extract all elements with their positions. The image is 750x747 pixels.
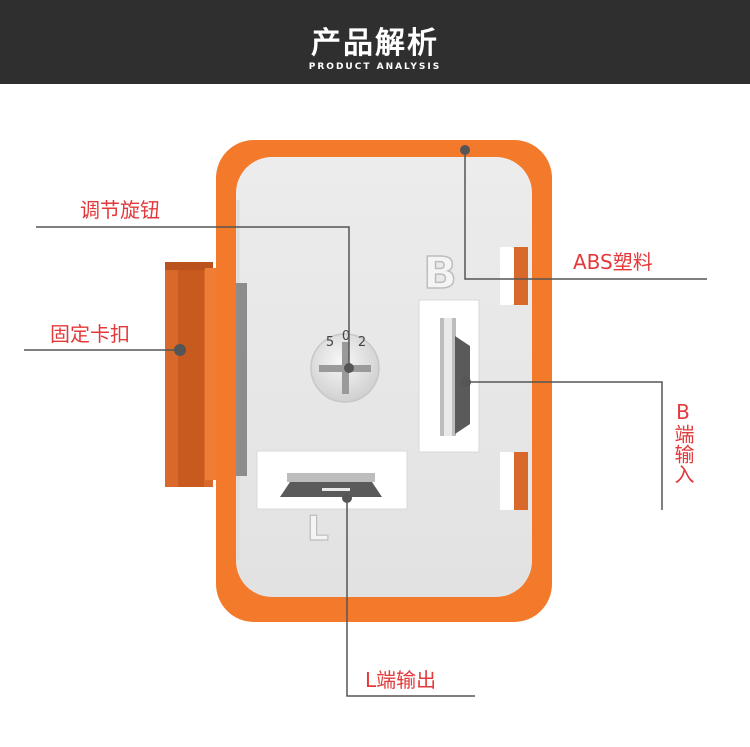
side-tab-bottom — [500, 452, 528, 510]
label-mounting-clip: 固定卡扣 — [50, 322, 130, 346]
dot-l-output — [342, 493, 352, 503]
label-b-input: B端输入 — [671, 400, 695, 484]
l-terminal — [256, 450, 408, 510]
leader-b-input — [466, 381, 663, 510]
dot-knob — [344, 363, 354, 373]
knob-number-5: 5 — [326, 335, 334, 350]
leader-knob — [36, 226, 350, 368]
b-terminal — [418, 299, 480, 453]
b-terminal-letter: B — [423, 248, 457, 299]
housing-face — [236, 157, 532, 597]
leader-abs — [464, 150, 707, 280]
mounting-clip — [165, 262, 219, 487]
dot-clip — [174, 344, 186, 356]
leader-l-output — [346, 498, 475, 697]
knob-number-2: 2 — [358, 335, 366, 350]
leader-lines — [24, 150, 707, 697]
page-header: 产品解析 PRODUCT ANALYSIS — [0, 0, 750, 84]
label-abs-plastic: ABS塑料 — [573, 250, 653, 274]
dot-b-input — [461, 377, 471, 387]
label-adjust-knob: 调节旋钮 — [80, 198, 160, 222]
l-terminal-letter: L — [307, 509, 329, 549]
page-subtitle: PRODUCT ANALYSIS — [308, 62, 442, 72]
page-title: 产品解析 — [311, 26, 439, 61]
knob-number-0: 0 — [342, 329, 350, 344]
dot-abs — [460, 145, 470, 155]
side-tab-top — [500, 247, 528, 305]
label-l-output: L端输出 — [365, 668, 437, 692]
